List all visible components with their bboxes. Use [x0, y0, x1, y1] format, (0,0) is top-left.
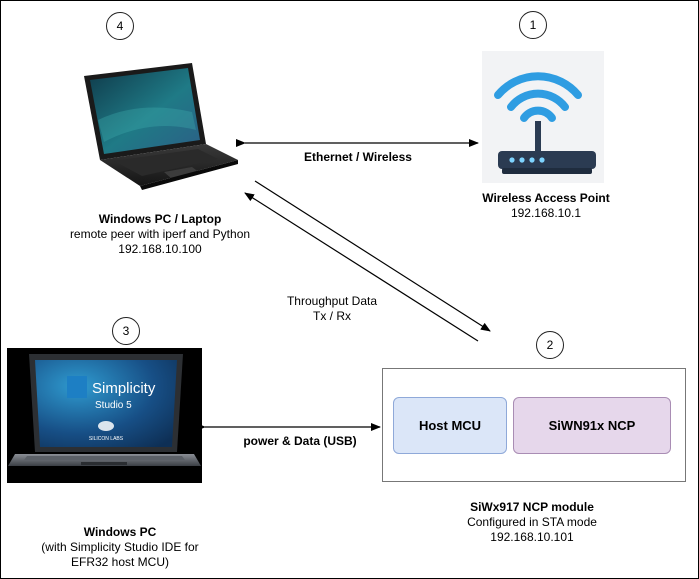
module-ip: 192.168.10.101 — [490, 530, 574, 544]
laptop-ip: 192.168.10.100 — [118, 242, 202, 256]
siwn91x-ncp-box: SiWN91x NCP — [513, 397, 671, 454]
silicon-labs-logo-text: SILICON LABS — [89, 436, 124, 442]
module-mode: Configured in STA mode — [467, 515, 597, 529]
module-title: SiWx917 NCP module — [470, 500, 594, 514]
power-data-usb-label: power & Data (USB) — [243, 434, 357, 448]
marker-2: 2 — [536, 331, 564, 359]
marker-1: 1 — [519, 11, 547, 39]
pc-title: Windows PC — [83, 525, 157, 539]
ethernet-wireless-label: Ethernet / Wireless — [304, 150, 412, 164]
simplicity-brand-text: Simplicity — [92, 380, 156, 397]
throughput-arrow-rx — [244, 192, 479, 342]
throughput-arrow-tx — [254, 180, 491, 332]
pc-description: (with Simplicity Studio IDE for — [41, 540, 199, 554]
laptop-icon — [84, 63, 238, 190]
ncp-module-container: Host MCU SiWN91x NCP — [382, 368, 686, 482]
simplicity-studio-laptop-icon: Simplicity Studio 5 SILICON LABS — [7, 348, 202, 483]
pc-description-cont: EFR32 host MCU) — [70, 555, 170, 569]
throughput-direction-label: Tx / Rx — [313, 309, 351, 323]
access-point-title: Wireless Access Point — [482, 191, 610, 205]
host-mcu-box: Host MCU — [393, 397, 507, 454]
studio-version-text: Studio 5 — [95, 400, 132, 411]
laptop-title: Windows PC / Laptop — [98, 212, 222, 226]
wireless-access-point-icon — [482, 51, 604, 183]
access-point-ip: 192.168.10.1 — [510, 206, 582, 220]
marker-3: 3 — [112, 317, 140, 345]
laptop-description: remote peer with iperf and Python — [69, 227, 251, 241]
marker-4: 4 — [106, 12, 134, 40]
throughput-label: Throughput Data — [286, 294, 378, 308]
